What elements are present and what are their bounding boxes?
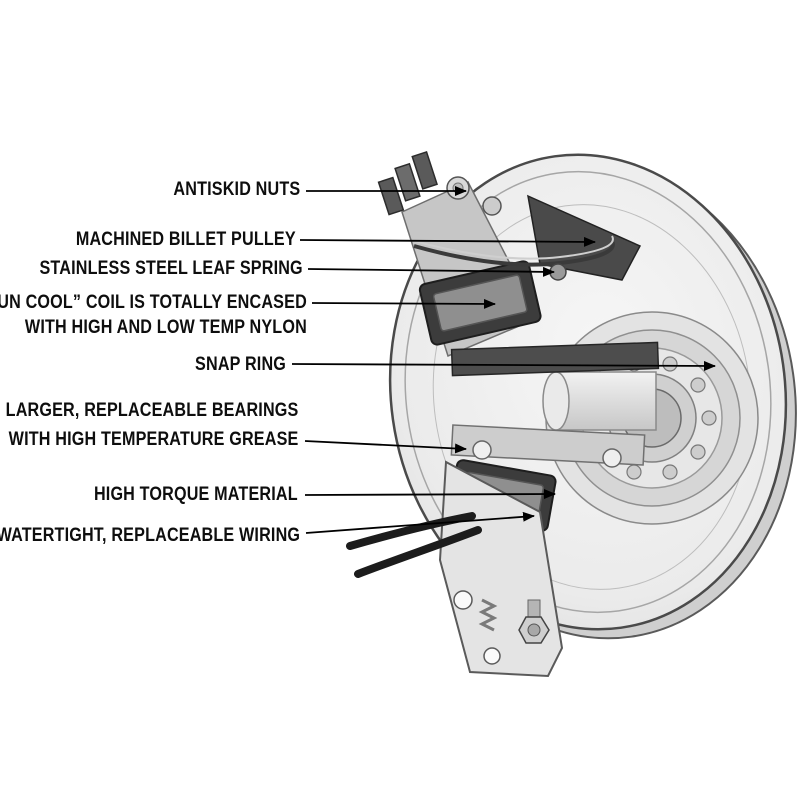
label-line: SNAP RING [195,354,286,375]
label-line: LARGER, REPLACEABLE BEARINGS [5,400,298,421]
label-antiskid-nuts: ANTISKID NUTS [173,177,300,202]
arrow-leaf-spring [307,266,555,277]
label-stainless-steel-leaf-spring: STAINLESS STEEL LEAF SPRING [40,256,303,281]
arrow-run-cool-coil [311,298,496,309]
bearing-ball-right [602,448,622,468]
arrow-snap-ring [291,360,716,371]
upper-cutaway-part [401,181,642,358]
run-cool-coil-part [418,260,542,346]
label-line: MACHINED BILLET PULLEY [76,229,296,250]
arrow-machined-billet-pulley [299,236,596,247]
label-line: HIGH TORQUE MATERIAL [94,484,298,505]
label-high-torque-material: HIGH TORQUE MATERIAL [94,482,298,507]
label-line: WITH HIGH AND LOW TEMP NYLON [25,317,307,338]
arrow-bearings [304,440,467,454]
label-line: ANTISKID NUTS [173,179,300,200]
arrow-high-torque-material [304,489,556,500]
arrow-watertight-wiring [305,511,535,534]
label-line: WITH HIGH TEMPERATURE GREASE [8,429,299,450]
label-run-cool-coil: “RUN COOL” COIL IS TOTALLY ENCASED WITH … [0,290,307,340]
label-line: “RUN COOL” COIL IS TOTALLY ENCASED [0,292,307,313]
shaft-bore-part [542,371,657,431]
label-replaceable-bearings: LARGER, REPLACEABLE BEARINGS WITH HIGH T… [5,398,298,452]
wiring-part [346,512,482,578]
label-line: WATERTIGHT, REPLACEABLE WIRING [0,525,300,546]
bearing-ball-left [472,440,492,460]
callout-arrows [291,186,716,534]
label-machined-billet-pulley: MACHINED BILLET PULLEY [76,227,296,252]
label-snap-ring: SNAP RING [195,352,286,377]
coil-spring [478,598,498,632]
leaf-spring-part [413,240,615,267]
label-watertight-wiring: WATERTIGHT, REPLACEABLE WIRING [0,523,300,548]
label-line: STAINLESS STEEL LEAF SPRING [39,258,303,279]
snap-ring-part [450,341,660,377]
